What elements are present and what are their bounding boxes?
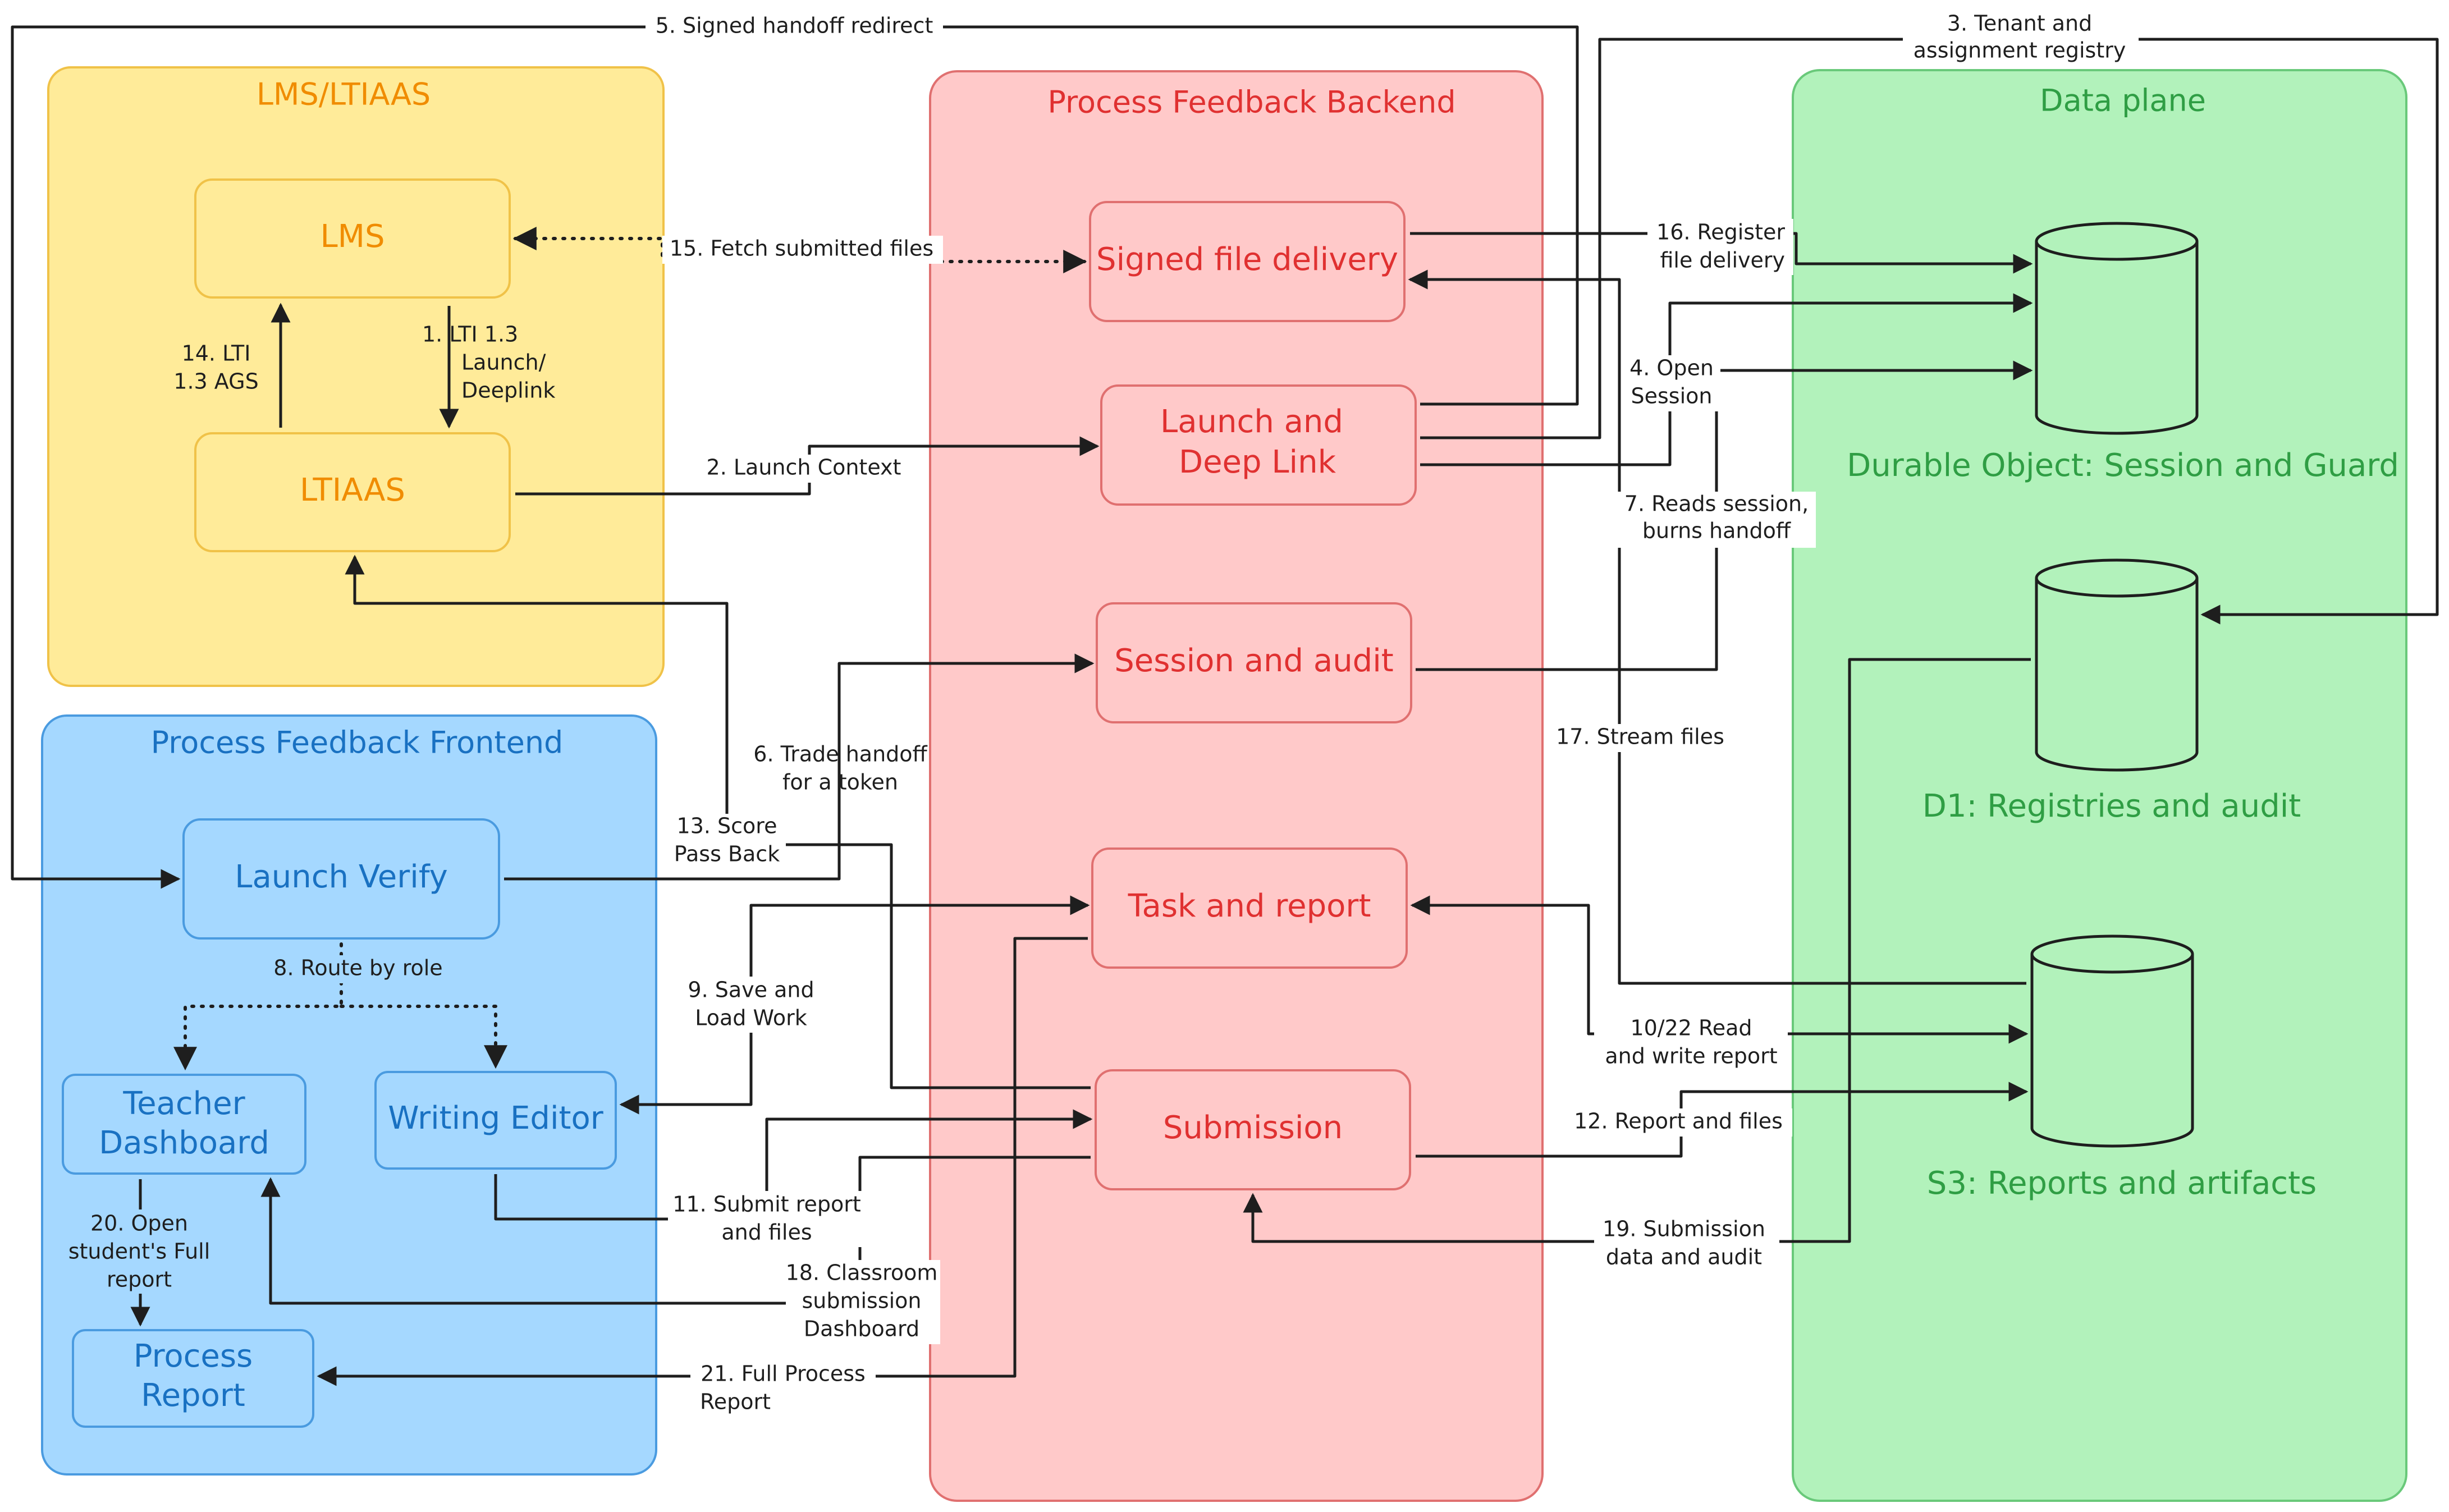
edge-9-label-line2: Load Work [695,1006,807,1030]
node-session-audit: Session and audit [1096,602,1412,723]
edge-11-label-line2: and files [721,1220,812,1245]
node-teacher-dashboard-line1: Teacher [122,1085,245,1122]
zone-lms-title: LMS/LTIAAS [257,77,431,112]
zone-frontend-title: Process Feedback Frontend [151,725,564,760]
edge-12-label: 12. Report and files [1574,1109,1783,1134]
edge-8-wire-editor [340,1005,507,1069]
edge-1-label-line2: Launch/ [461,350,546,375]
edge-1-label-line1: 1. LTI 1.3 [422,322,518,347]
node-launch-verify-label: Launch Verify [235,859,447,895]
edge-20-label-line3: report [107,1267,172,1292]
edge-21-label-line1: 21. Full Process [701,1362,866,1386]
db-s3-label: S3: Reports and artifacts [1927,1165,2317,1202]
node-task-report-label: Task and report [1128,888,1371,924]
edge-6-wire [504,653,1095,881]
edge-19-label-line2: data and audit [1606,1245,1762,1270]
edge-15-label: 15. Fetch submitted files [670,236,933,261]
db-s3: S3: Reports and artifacts [1927,934,2317,1202]
node-launch-deep-link: Launch and Deep Link [1100,384,1417,506]
edge-13-label-line2: Pass Back [674,842,780,867]
node-lms: LMS [194,178,511,299]
node-lms-label: LMS [320,218,384,255]
edge-2-label: 2. Launch Context [707,455,901,480]
edge-6-label-line2: for a token [782,770,898,795]
node-ltiaas-label: LTIAAS [300,472,405,508]
node-process-report-line1: Process [134,1338,253,1374]
edge-16-label-line1: 16. Register [1656,220,1785,245]
zone-backend-title: Process Feedback Backend [1047,85,1455,120]
db-durable-object-label: Durable Object: Session and Guard [1847,447,2399,484]
node-launch-deep-link-line2: Deep Link [1179,444,1336,480]
edge-18-label-line1: 18. Classroom [786,1261,938,1285]
edge-10-label-line2: and write report [1605,1044,1777,1069]
edge-9-label-line1: 9. Save and [688,978,814,1002]
zone-data-title: Data plane [2040,83,2206,118]
db-durable-object: Durable Object: Session and Guard [1847,222,2399,484]
node-launch-deep-link-line1: Launch and [1160,404,1343,440]
edge-20-label-line2: student's Full [68,1239,210,1264]
edge-11-label-line1: 11. Submit report [672,1192,860,1217]
edge-18-label-line2: submission [802,1289,921,1313]
node-process-report-line2: Report [141,1377,245,1414]
edge-4-label-line2: Session [1631,384,1713,409]
durable-object-cylinder-icon [2035,222,2199,435]
d1-cylinder-icon [2035,558,2199,772]
edge-5-label: 5. Signed handoff redirect [656,13,933,38]
node-writing-editor: Writing Editor [374,1071,617,1170]
node-task-report: Task and report [1091,847,1408,969]
edge-6-label-line1: 6. Trade handoff [753,742,927,767]
node-session-audit-label: Session and audit [1114,643,1394,679]
node-launch-verify: Launch Verify [182,818,500,940]
edge-7-label-line1: 7. Reads session, [1624,492,1809,516]
node-process-report: Process Report [72,1329,314,1428]
edge-19-label-line1: 19. Submission [1603,1217,1765,1241]
edge-21-label-line2: Report [700,1390,771,1414]
node-writing-editor-label: Writing Editor [388,1100,604,1137]
s3-cylinder-icon [2030,934,2194,1148]
node-signed-file-delivery: Signed file delivery [1089,201,1406,322]
edge-18-label-line3: Dashboard [804,1317,919,1341]
edge-8-label: 8. Route by role [273,956,442,980]
edge-19-wire [1243,658,2031,1243]
edge-3-label-line2: assignment registry [1914,38,2126,63]
node-submission: Submission [1095,1069,1411,1190]
node-teacher-dashboard: Teacher Dashboard [62,1074,306,1175]
edge-16-label-line2: file delivery [1660,248,1785,273]
edge-14-label-line1: 14. LTI [182,341,251,366]
edge-20-label-line1: 20. Open [90,1211,188,1236]
edge-10-wire [1410,895,2029,1044]
edge-7-label-line2: burns handoff [1642,519,1791,543]
node-signed-file-delivery-label: Signed file delivery [1096,241,1398,278]
node-ltiaas: LTIAAS [194,432,511,552]
node-submission-label: Submission [1163,1110,1343,1146]
edge-4-label-line1: 4. Open [1629,356,1714,381]
edge-16-wire [1410,232,2033,274]
db-d1-label: D1: Registries and audit [1922,788,2301,824]
edge-10-label-line1: 10/22 Read [1630,1016,1752,1041]
edge-14-label-line2: 1.3 AGS [173,369,258,394]
edge-1-label-line3: Deeplink [461,378,555,403]
db-d1: D1: Registries and audit [1922,558,2301,824]
edge-13-label-line1: 13. Score [677,814,777,839]
zone-data-plane: Data plane [1792,69,2407,1502]
edge-3-label-line1: 3. Tenant and [1947,11,2092,36]
edge-17-label: 17. Stream files [1556,725,1724,749]
node-teacher-dashboard-line2: Dashboard [99,1125,269,1161]
